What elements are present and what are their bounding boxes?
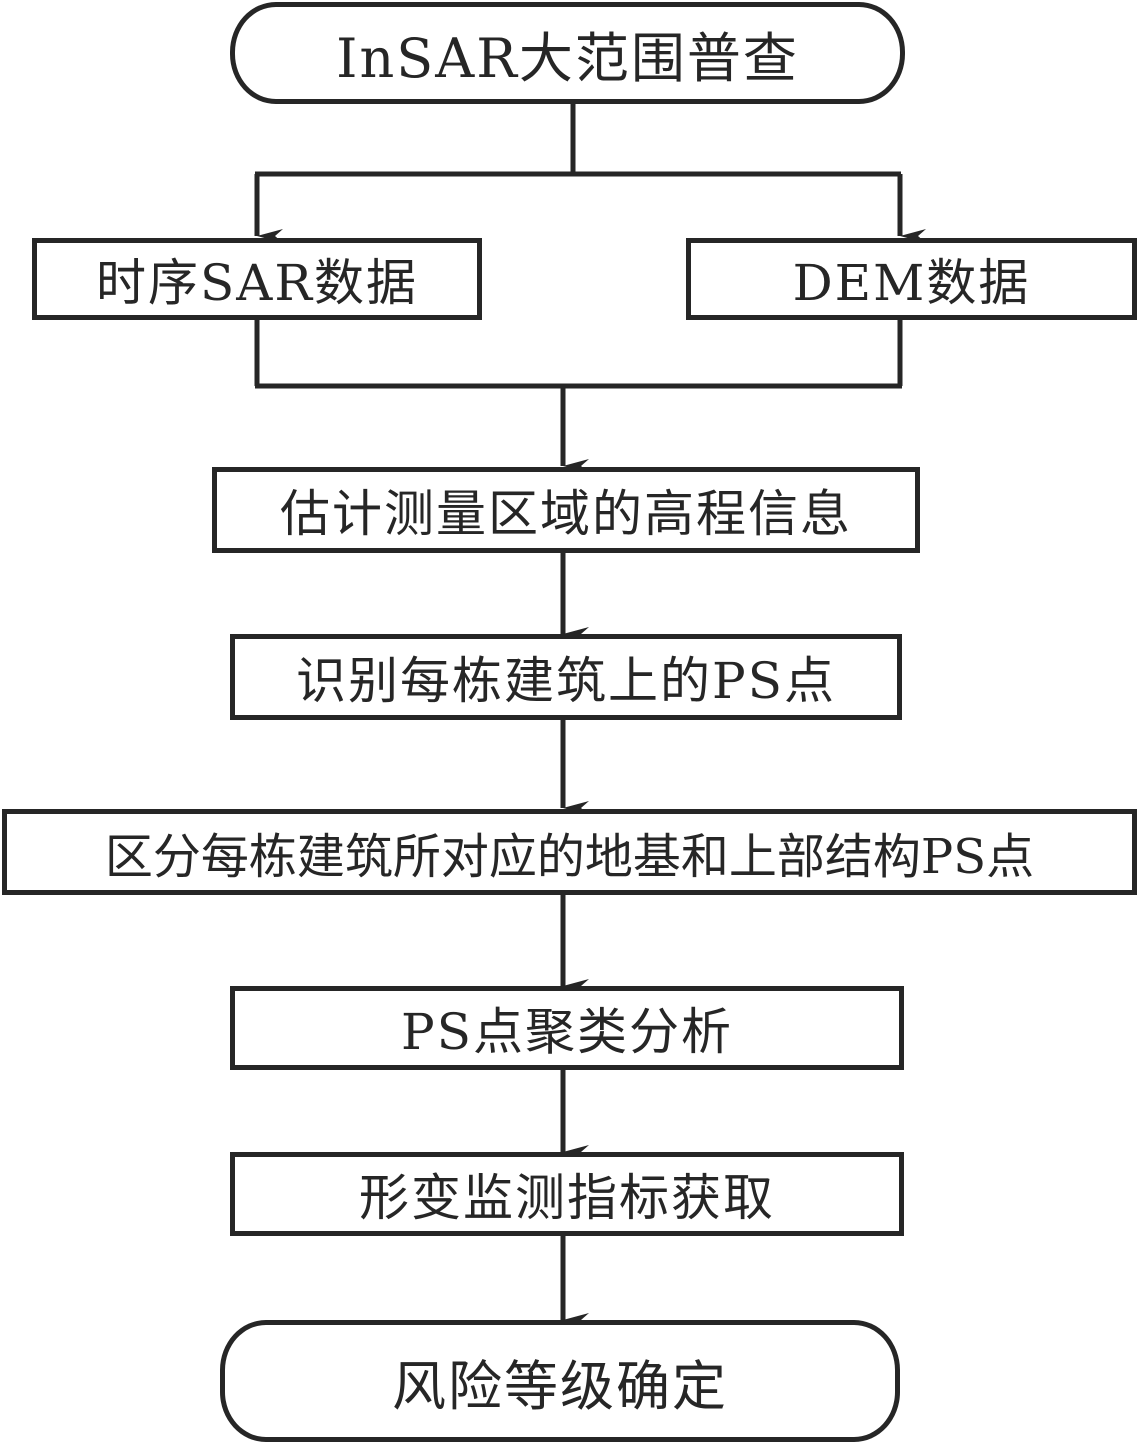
node-label: 风险等级确定: [392, 1354, 728, 1418]
node-label: PS点聚类分析: [401, 1003, 733, 1061]
node-identify-ps: 识别每栋建筑上的PS点: [230, 634, 902, 720]
node-label: DEM数据: [792, 254, 1031, 312]
node-label: 形变监测指标获取: [359, 1169, 775, 1227]
node-estimate-elevation: 估计测量区域的高程信息: [212, 467, 920, 553]
node-label: 识别每栋建筑上的PS点: [296, 652, 836, 710]
node-label: InSAR大范围普查: [336, 26, 799, 90]
node-ps-clustering: PS点聚类分析: [230, 986, 904, 1070]
node-risk-level: 风险等级确定: [220, 1320, 900, 1442]
node-time-series-sar: 时序SAR数据: [32, 238, 482, 320]
node-label: 区分每栋建筑所对应的地基和上部结构PS点: [104, 829, 1035, 885]
node-insar-survey: InSAR大范围普查: [230, 2, 905, 104]
node-label: 估计测量区域的高程信息: [280, 485, 852, 543]
node-deformation-indicators: 形变监测指标获取: [230, 1152, 904, 1236]
node-dem-data: DEM数据: [686, 238, 1137, 320]
node-distinguish-ps: 区分每栋建筑所对应的地基和上部结构PS点: [2, 809, 1137, 895]
node-label: 时序SAR数据: [95, 254, 418, 312]
